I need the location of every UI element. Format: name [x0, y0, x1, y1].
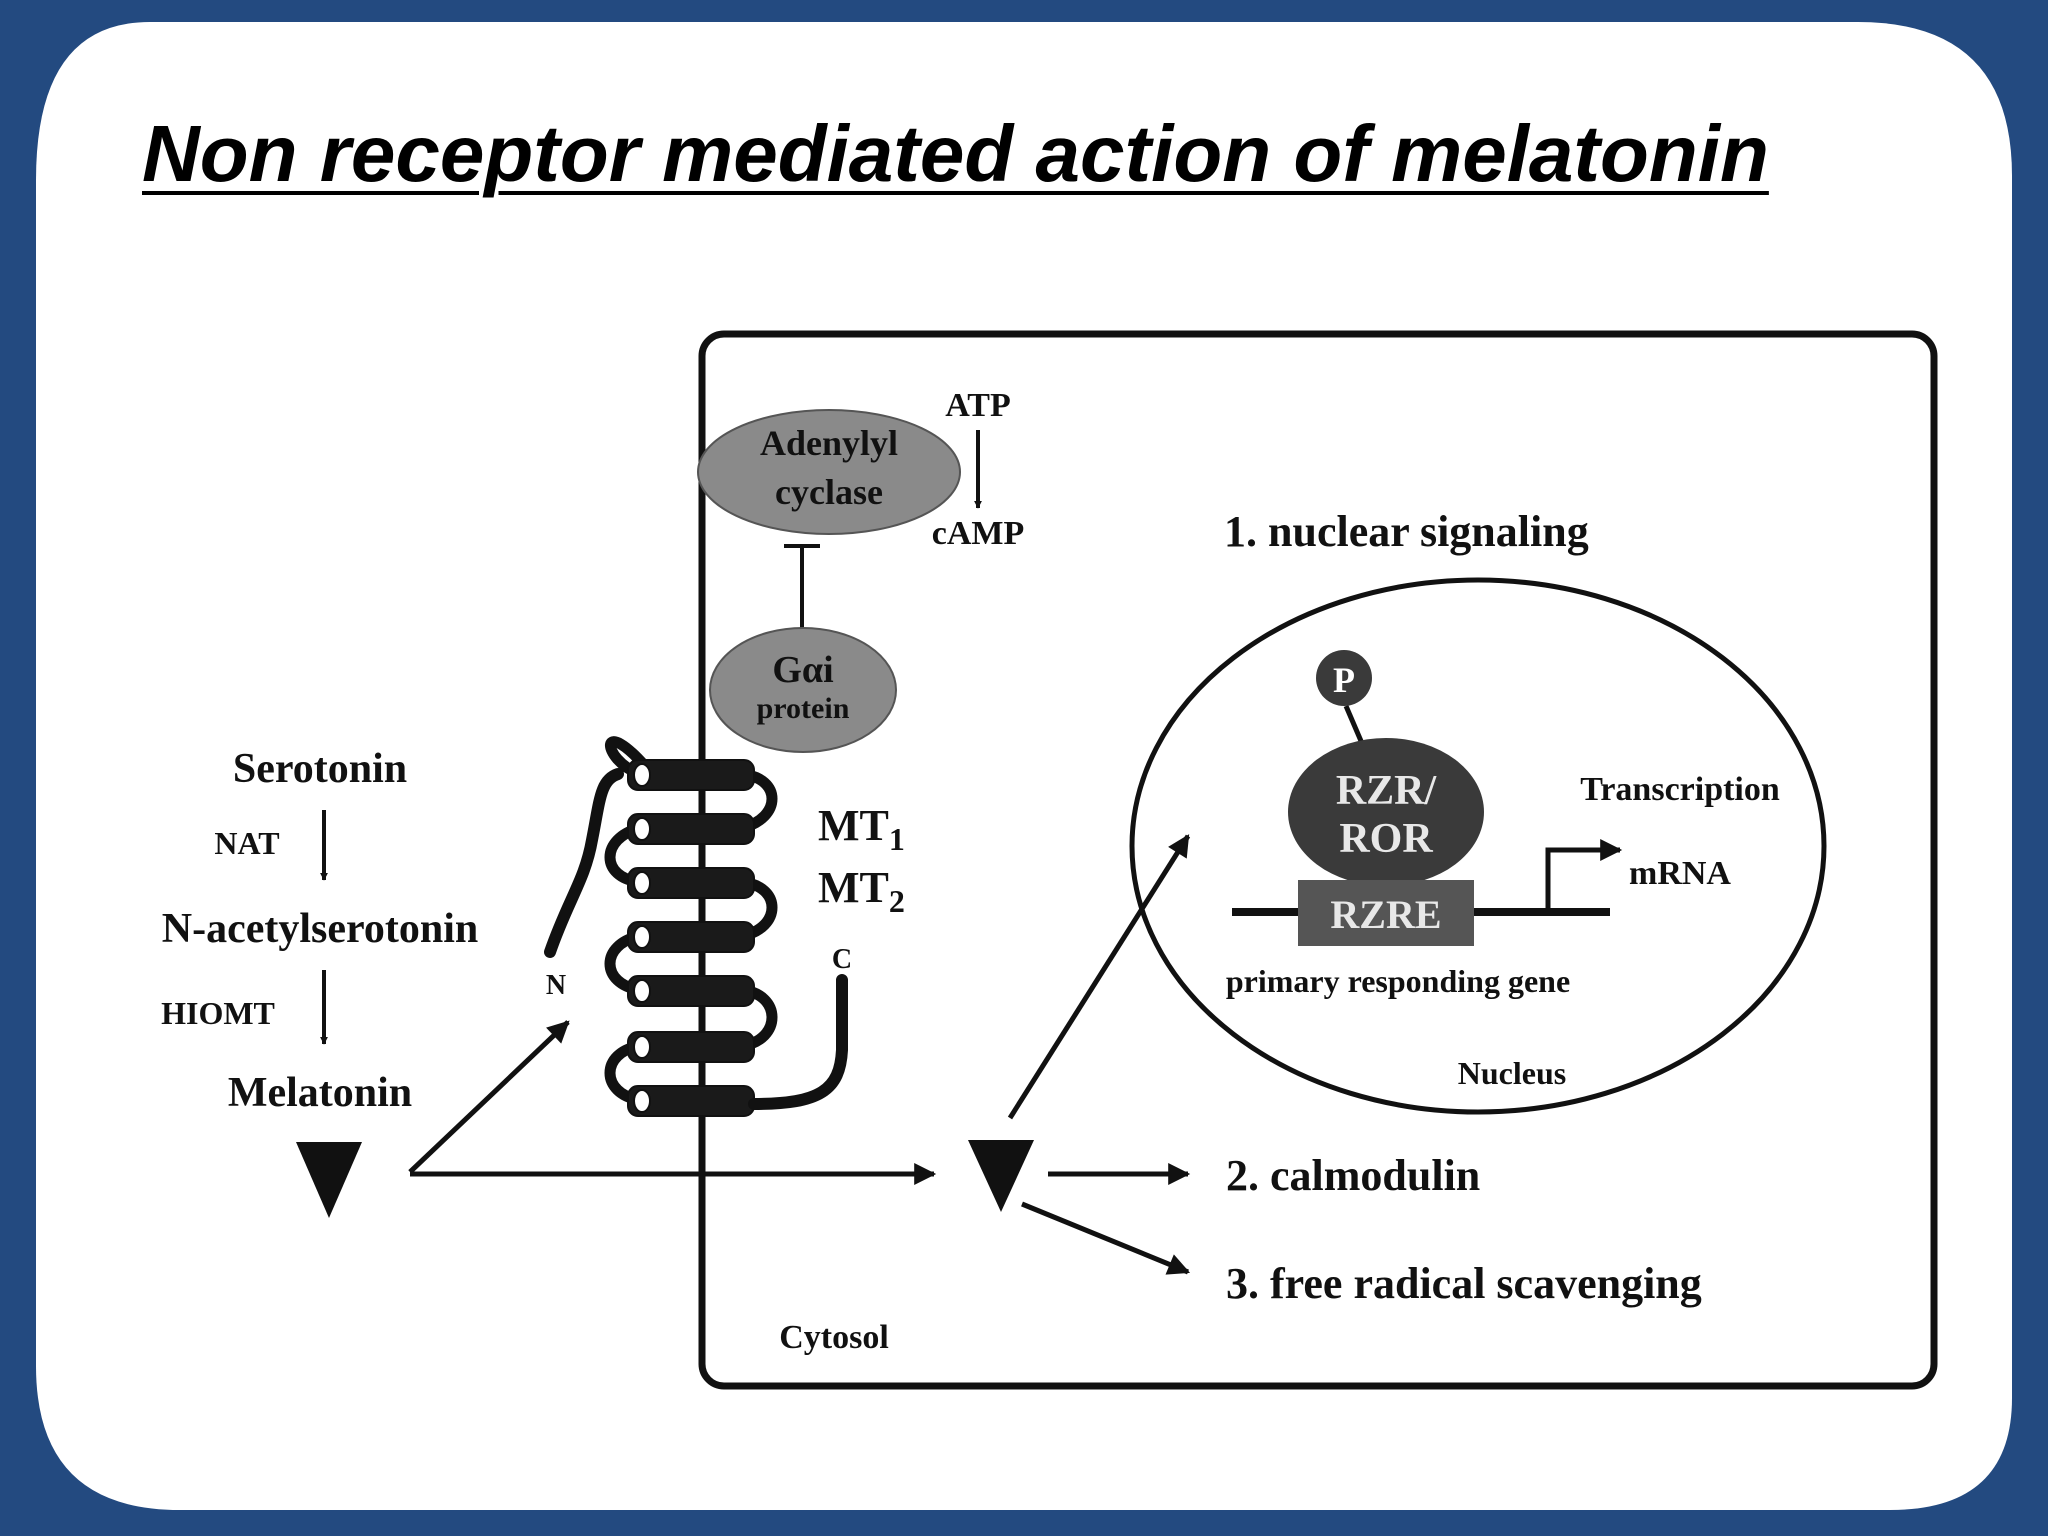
helix-6	[627, 1031, 755, 1063]
serotonin-label: Serotonin	[233, 746, 407, 792]
receptor-c-terminal-tail	[748, 974, 848, 1110]
atp-label: ATP	[945, 387, 1010, 424]
transcription-label: Transcription	[1580, 771, 1780, 808]
to-free-radical-arrow	[1021, 1201, 1191, 1275]
helix-4	[627, 921, 755, 953]
receptor-helices	[627, 759, 755, 1117]
hiomt-label: HIOMT	[161, 995, 275, 1031]
camp-label: cAMP	[932, 515, 1025, 552]
nat-label: NAT	[214, 825, 279, 861]
slide-title: Non receptor mediated action of melatoni…	[142, 109, 1769, 198]
n-terminus-label: N	[546, 970, 566, 1001]
n-acetylserotonin-label: N-acetylserotonin	[162, 906, 479, 952]
transcription-start-arrow	[1545, 839, 1623, 912]
helix-3	[627, 867, 755, 899]
cell-membrane-box	[698, 330, 1938, 1390]
g-protein-ellipse	[709, 627, 897, 753]
rzr-ror-ellipse	[1288, 738, 1484, 886]
phosphate-label: P	[1333, 660, 1355, 700]
nucleus-label: Nucleus	[1458, 1055, 1566, 1091]
helix-2	[627, 813, 755, 845]
melatonin-to-receptor-arrow	[408, 1020, 570, 1174]
adenylyl-cyclase-ellipse	[697, 409, 961, 535]
primary-gene-label: primary responding gene	[1226, 963, 1570, 999]
free-radical-label: 3. free radical scavenging	[1226, 1259, 1702, 1308]
rzr-ror-line2: ROR	[1339, 816, 1433, 862]
g-protein-line1: Gαi	[772, 649, 833, 691]
to-nucleus-arrow	[1007, 834, 1191, 1120]
slide-card	[36, 22, 2012, 1510]
g-protein-line2: protein	[757, 692, 850, 725]
cytosol-label: Cytosol	[779, 1319, 889, 1356]
mrna-label: mRNA	[1629, 855, 1731, 892]
mt1-label: MT1	[818, 801, 905, 857]
cytosolic-melatonin-triangle	[968, 1140, 1034, 1212]
nucleus-ellipse	[1129, 577, 1827, 1115]
mt2-label: MT2	[818, 863, 905, 919]
c-terminus-label: C	[832, 944, 852, 975]
rzre-label: RZRE	[1330, 892, 1441, 937]
calmodulin-label: 2. calmodulin	[1226, 1151, 1480, 1200]
helix-caps	[633, 763, 651, 1113]
receptor-n-terminal-tail	[544, 768, 624, 958]
rzr-ror-line1: RZR/	[1336, 768, 1438, 814]
melatonin-label: Melatonin	[228, 1070, 412, 1116]
nuclear-signaling-label: 1. nuclear signaling	[1224, 507, 1589, 556]
phosphate-circle	[1316, 650, 1372, 706]
adenylyl-cyclase-line1: Adenylyl	[760, 423, 898, 463]
adenylyl-cyclase-line2: cyclase	[775, 472, 883, 512]
helix-1	[627, 759, 755, 791]
rzre-box	[1298, 880, 1474, 946]
melatonin-triangle	[296, 1142, 362, 1218]
helix-5	[627, 975, 755, 1007]
